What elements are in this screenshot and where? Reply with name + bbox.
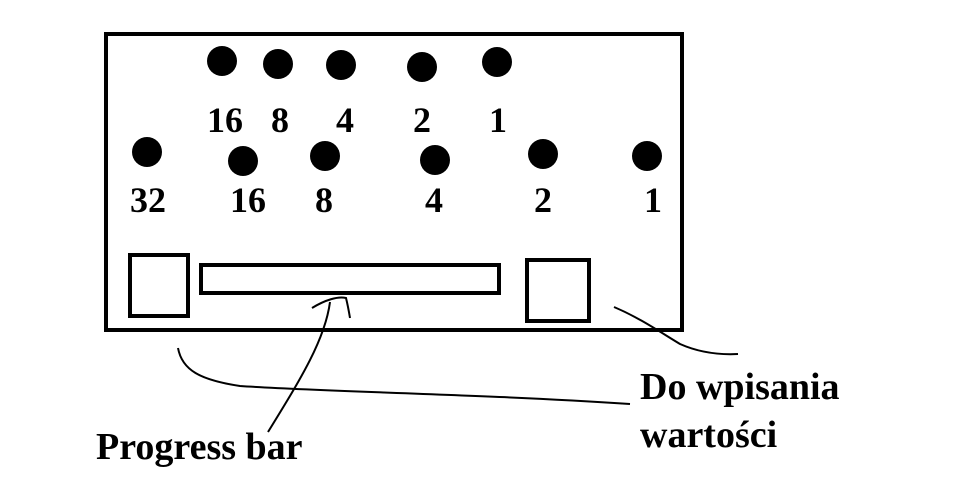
top-label-16: 16 <box>207 100 243 140</box>
input-annotation-line1: Do wpisania <box>640 366 840 408</box>
top-label-1: 1 <box>489 100 507 140</box>
led-top-2 <box>407 52 437 82</box>
led-bottom-16 <box>228 146 258 176</box>
left-square-box[interactable] <box>128 253 190 318</box>
bottom-label-32: 32 <box>130 180 166 220</box>
bottom-label-1: 1 <box>644 180 662 220</box>
bottom-label-8: 8 <box>315 180 333 220</box>
led-bottom-1 <box>632 141 662 171</box>
input-box-curve <box>613 306 739 356</box>
led-bottom-2 <box>528 139 558 169</box>
left-square-curve <box>177 347 631 405</box>
progress-bar <box>199 263 501 295</box>
input-annotation-line2: wartości <box>640 414 778 456</box>
bottom-label-16: 16 <box>230 180 266 220</box>
top-label-4: 4 <box>336 100 354 140</box>
progress-bar-pointer <box>267 296 351 433</box>
bottom-label-2: 2 <box>534 180 552 220</box>
led-bottom-32 <box>132 137 162 167</box>
progress-bar-annotation: Progress bar <box>96 426 303 468</box>
led-top-4 <box>326 50 356 80</box>
bottom-label-4: 4 <box>425 180 443 220</box>
led-top-8 <box>263 49 293 79</box>
panel-frame <box>104 32 684 332</box>
led-bottom-8 <box>310 141 340 171</box>
top-label-8: 8 <box>271 100 289 140</box>
top-label-2: 2 <box>413 100 431 140</box>
led-top-1 <box>482 47 512 77</box>
led-top-16 <box>207 46 237 76</box>
led-bottom-4 <box>420 145 450 175</box>
value-input-box[interactable] <box>525 258 591 323</box>
